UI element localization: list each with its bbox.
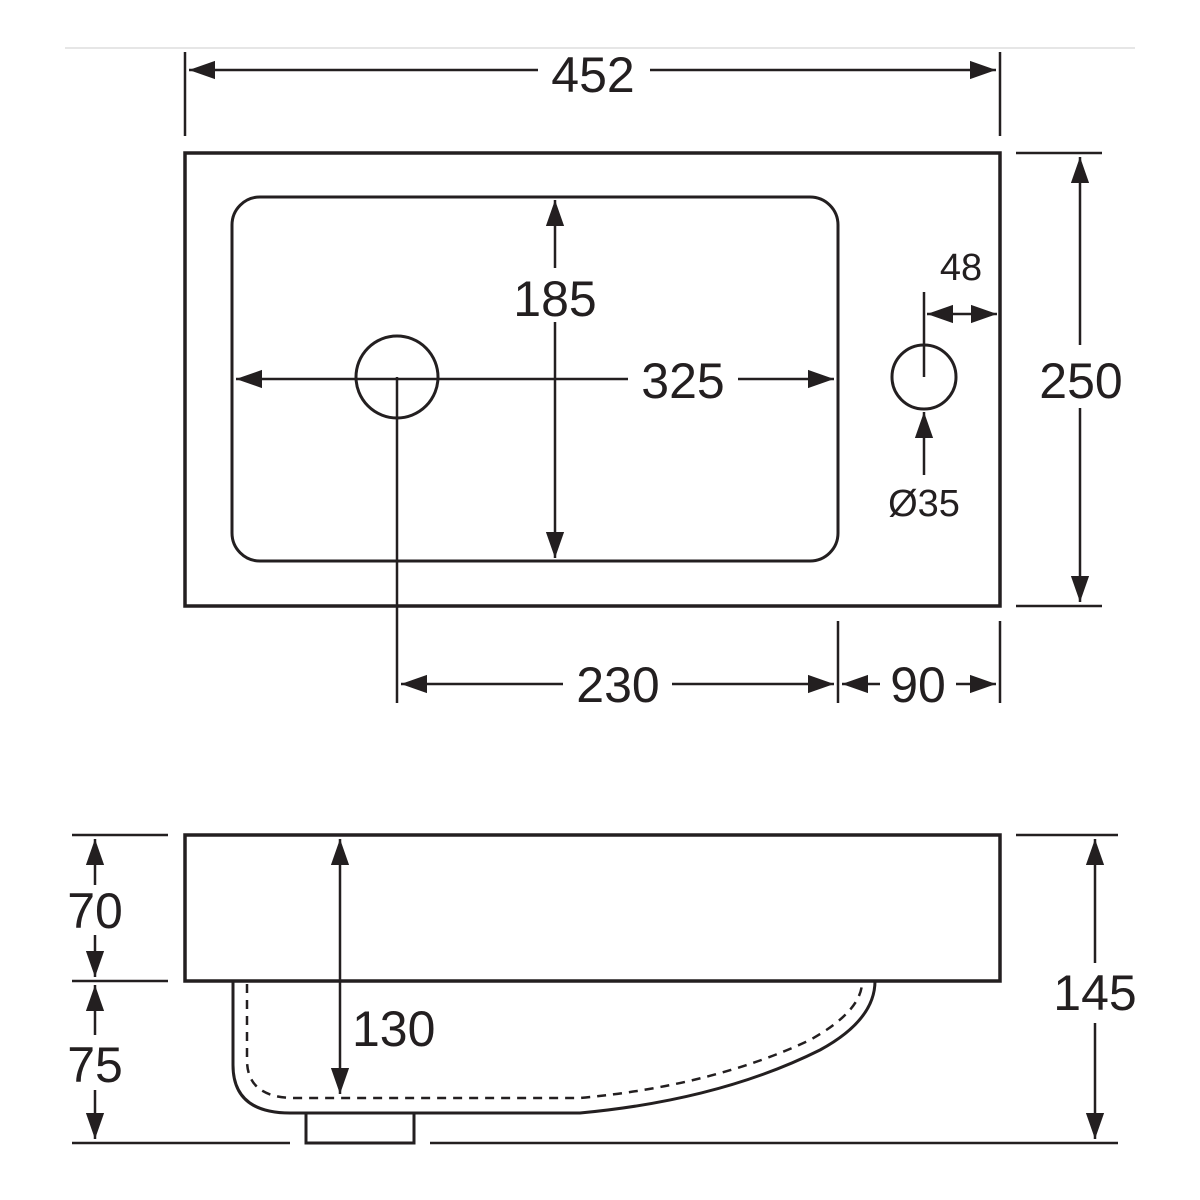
- dim-label-452: 452: [551, 47, 634, 103]
- dim-label-130: 130: [352, 1001, 435, 1057]
- side-view: 70 75 130 145: [67, 833, 1137, 1145]
- dim-label-250: 250: [1039, 353, 1122, 409]
- dim-label-90: 90: [890, 657, 946, 713]
- bowl-outline: [230, 195, 840, 563]
- basin-outline: [183, 151, 1002, 608]
- basin-top-slab: [183, 833, 1002, 983]
- bowl-profile: [231, 980, 877, 1115]
- top-view: 452 250 185 325 48 Ø35 230 90: [183, 47, 1123, 713]
- waste-outlet: [304, 1111, 416, 1145]
- dim-label-185: 185: [513, 271, 596, 327]
- bowl-inner-dashed: [245, 983, 864, 1100]
- dim-label-325: 325: [641, 353, 724, 409]
- dim-label-35: Ø35: [888, 483, 960, 525]
- dim-label-75: 75: [67, 1037, 123, 1093]
- dim-label-230: 230: [576, 657, 659, 713]
- dim-label-70: 70: [67, 883, 123, 939]
- dim-label-48: 48: [940, 247, 982, 289]
- dim-label-145: 145: [1053, 965, 1136, 1021]
